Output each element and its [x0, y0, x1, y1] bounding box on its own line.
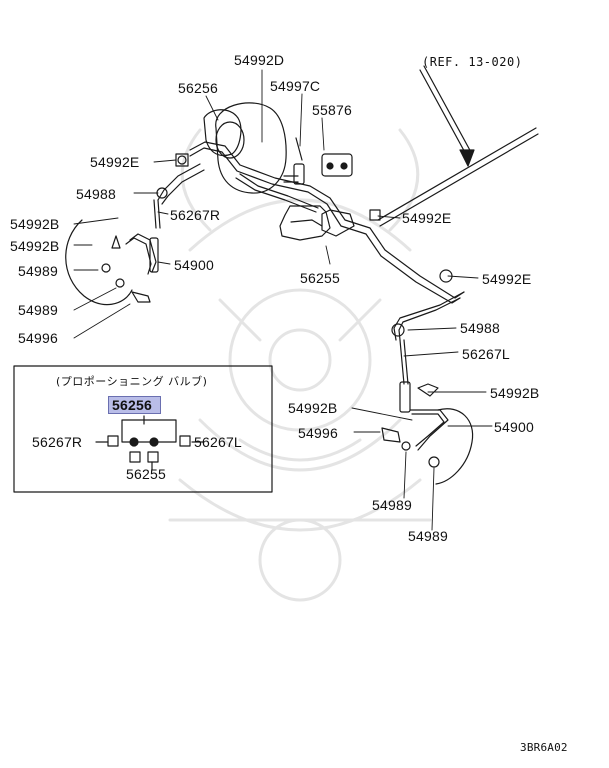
label-54989-a: 54989 — [18, 263, 58, 279]
inset-label-56255: 56255 — [126, 466, 166, 482]
label-54992B-right: 54992B — [490, 385, 540, 401]
label-ref: (REF. 13-020) — [422, 55, 523, 69]
label-54988-right: 54988 — [460, 320, 500, 336]
inset-label-56267R: 56267R — [32, 434, 83, 450]
proportioning-valve — [177, 137, 355, 237]
right-brake-hose — [381, 339, 474, 485]
label-54989-b: 54989 — [18, 302, 58, 318]
label-54997C: 54997C — [270, 78, 321, 94]
inset-box — [13, 365, 273, 493]
label-54992E-a: 54992E — [90, 154, 140, 170]
label-56256-top: 56256 — [178, 80, 218, 96]
label-56267R-left: 56267R — [170, 207, 221, 223]
label-54992E-c: 54992E — [482, 271, 532, 287]
label-54900-right: 54900 — [494, 419, 534, 435]
label-56255-mid: 56255 — [300, 270, 340, 286]
samurai-helmet-watermark-icon — [168, 128, 432, 602]
label-54992B-mid: 54992B — [288, 400, 338, 416]
label-54992B-a: 54992B — [10, 216, 60, 232]
inset-title: (プロポーショニング バルブ) — [56, 375, 208, 388]
label-54988-left: 54988 — [76, 186, 116, 202]
label-56267L-right: 56267L — [462, 346, 510, 362]
label-54992B-b: 54992B — [10, 238, 60, 254]
diagram-code: 3BR6A02 — [520, 741, 568, 754]
label-54996-right: 54996 — [298, 425, 338, 441]
label-54996-left: 54996 — [18, 330, 58, 346]
small-parts — [156, 153, 453, 397]
label-54900-left: 54900 — [174, 257, 214, 273]
label-54992D: 54992D — [234, 52, 285, 68]
leader-lines — [73, 69, 493, 531]
inset-label-56256: 56256 — [108, 396, 161, 414]
label-54992E-b: 54992E — [402, 210, 452, 226]
left-brake-hose — [65, 199, 161, 306]
reference-pipe — [377, 65, 539, 227]
label-54989-d: 54989 — [408, 528, 448, 544]
label-55876: 55876 — [312, 102, 352, 118]
brake-booster — [203, 102, 287, 194]
label-54989-c: 54989 — [372, 497, 412, 513]
inset-label-56267L: 56267L — [194, 434, 242, 450]
